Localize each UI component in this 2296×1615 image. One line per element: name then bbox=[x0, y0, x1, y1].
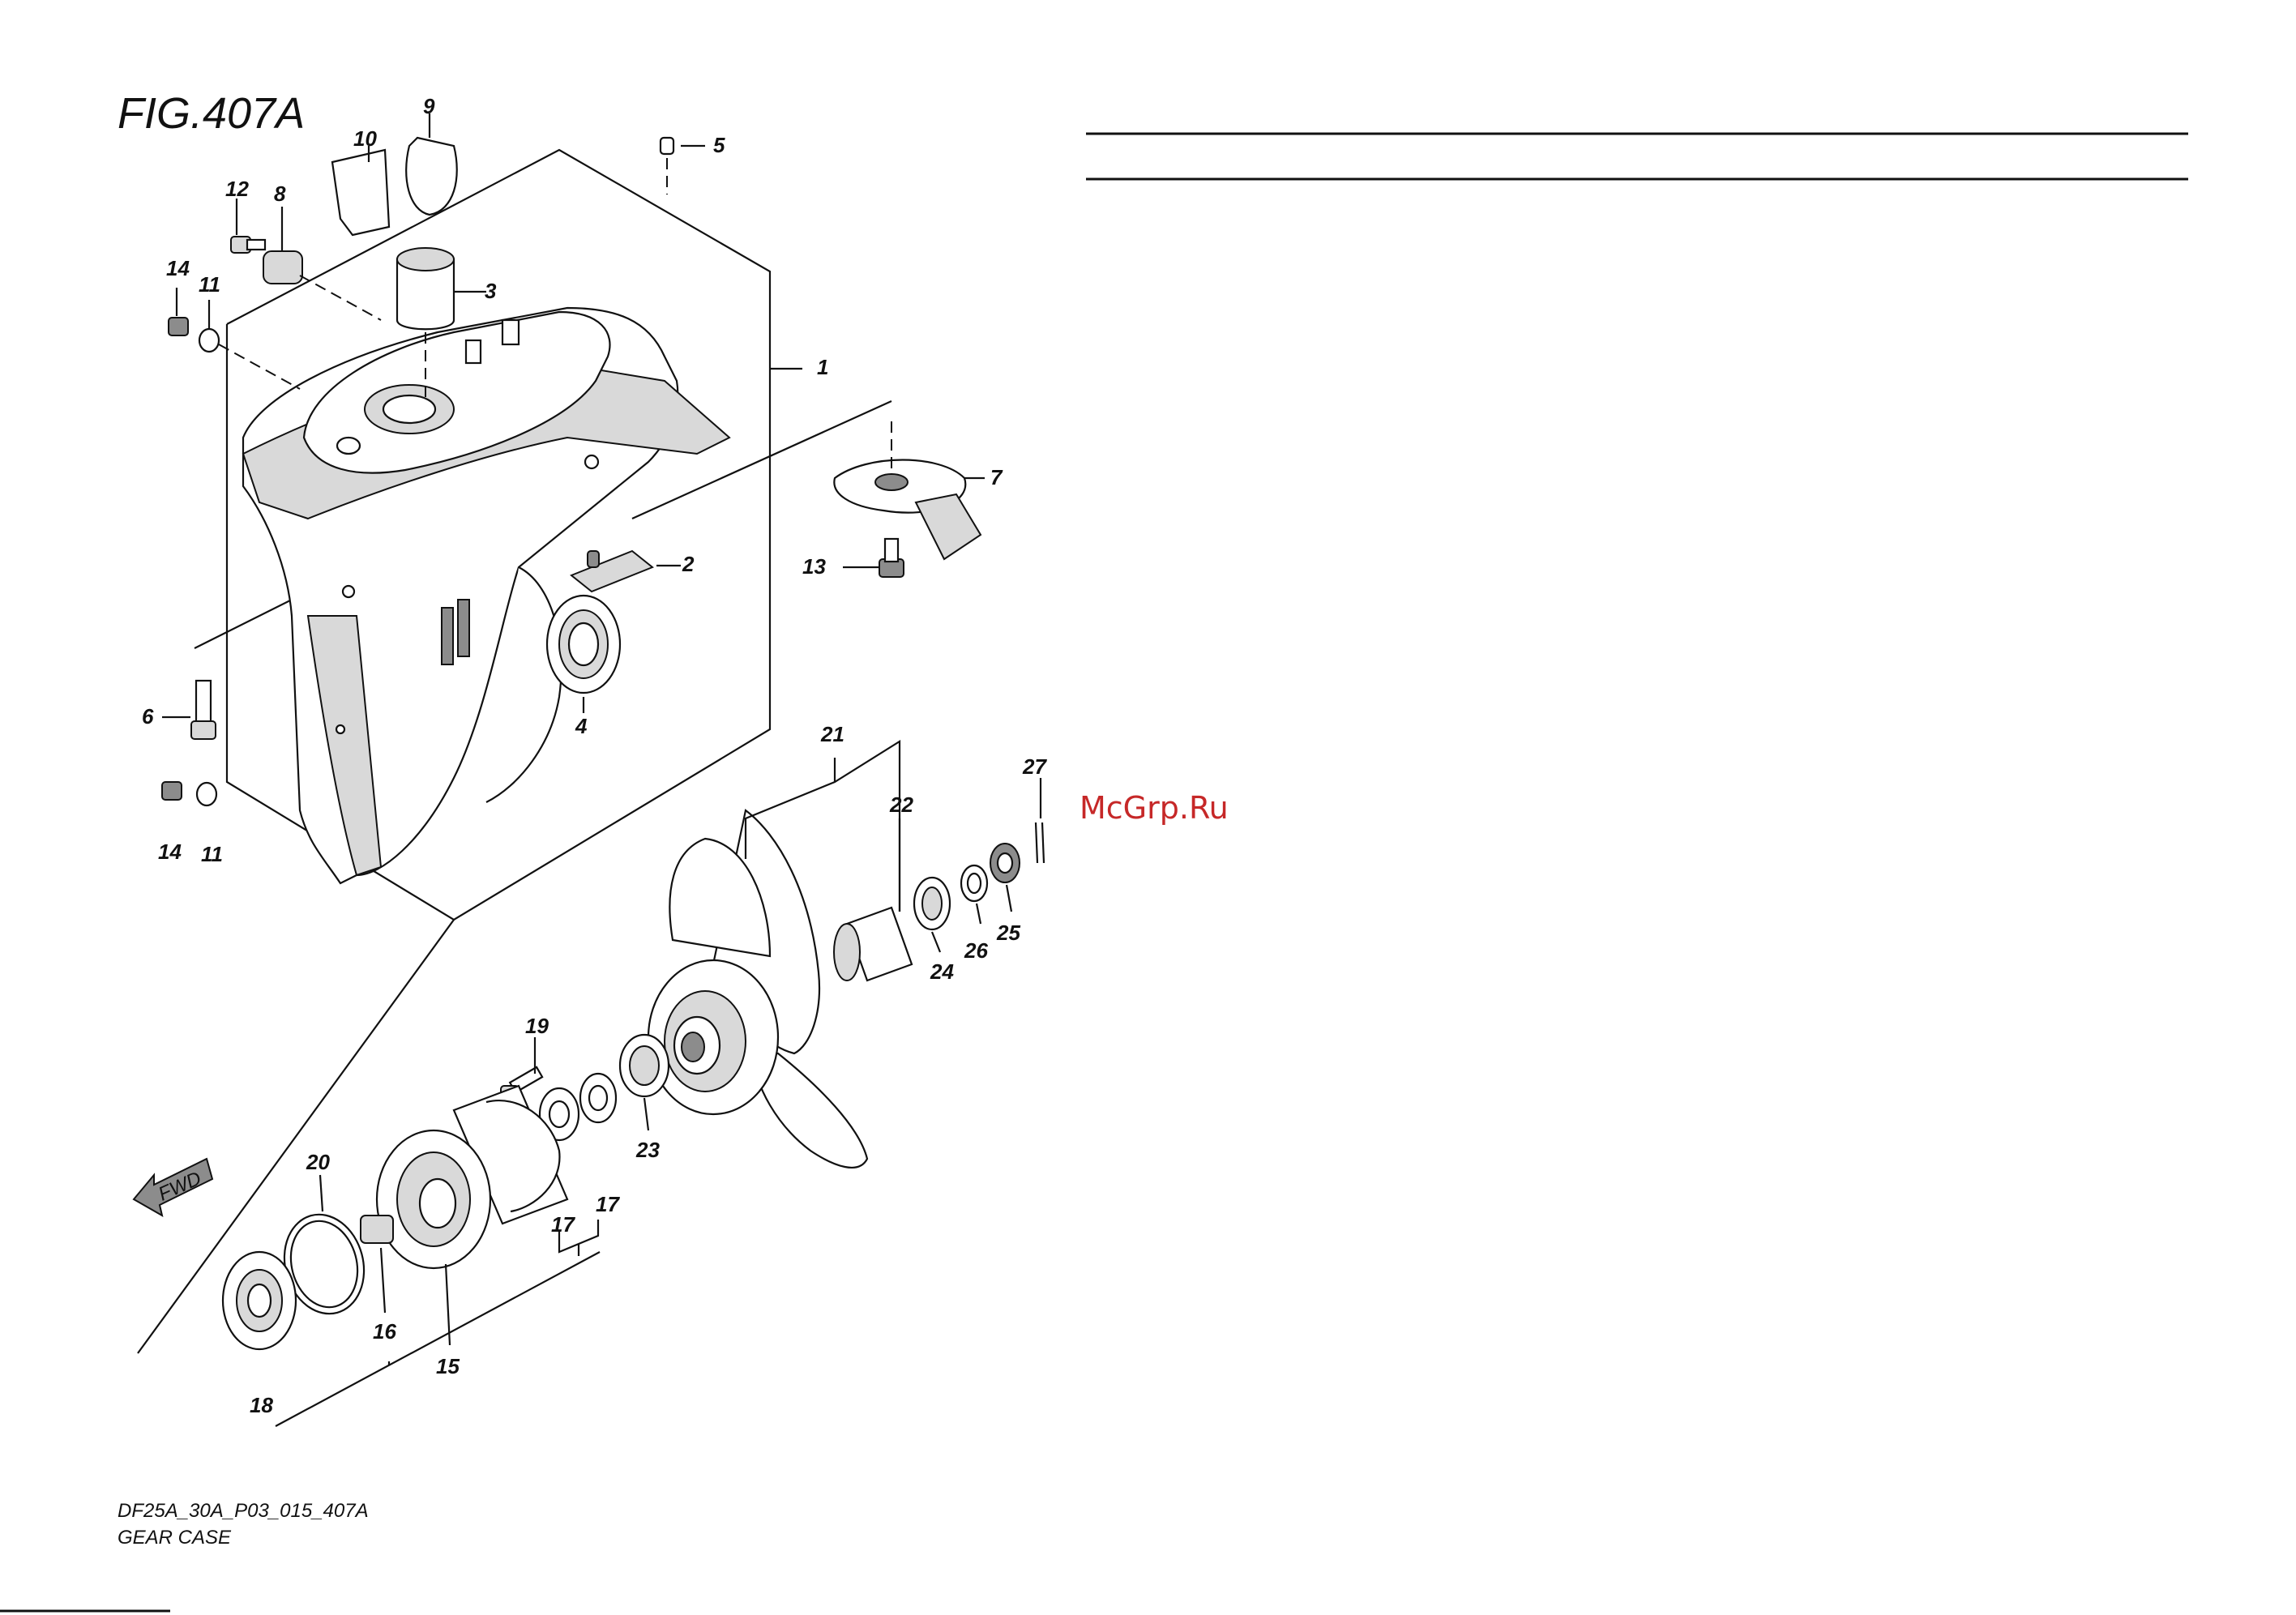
callout-18: 18 bbox=[250, 1393, 273, 1417]
callout-numbers: 1 2 3 4 5 6 7 8 9 10 11 11 12 13 14 14 1… bbox=[142, 94, 1047, 1417]
callout-10: 10 bbox=[353, 126, 377, 151]
washer-26 bbox=[961, 865, 987, 901]
callout-12: 12 bbox=[225, 177, 249, 201]
figure-subtitle: GEAR CASE bbox=[118, 1527, 232, 1549]
lower-group-bracket bbox=[276, 1252, 600, 1426]
callout-17-right: 17 bbox=[596, 1192, 620, 1216]
damper-block bbox=[263, 251, 381, 320]
callout-14-bottom: 14 bbox=[158, 840, 182, 864]
callout-21: 21 bbox=[820, 722, 844, 746]
forward-direction-arrow: FWD bbox=[134, 1159, 212, 1216]
callout-15: 15 bbox=[436, 1354, 460, 1378]
callout-9: 9 bbox=[423, 94, 435, 118]
needle-bearing-16 bbox=[361, 1216, 393, 1243]
callout-24: 24 bbox=[930, 959, 954, 984]
bearing-23 bbox=[620, 1035, 669, 1096]
callout-22: 22 bbox=[889, 793, 913, 817]
trim-tab-anode bbox=[834, 421, 981, 559]
castle-nut-25 bbox=[990, 844, 1020, 882]
pin-5 bbox=[661, 138, 673, 194]
callout-26: 26 bbox=[964, 938, 988, 963]
callout-2: 2 bbox=[682, 552, 695, 576]
spacer-22 bbox=[834, 908, 912, 981]
oil-seal-18 bbox=[223, 1252, 296, 1349]
callout-19: 19 bbox=[525, 1014, 549, 1038]
callout-27: 27 bbox=[1022, 754, 1047, 779]
bolt-6 bbox=[191, 681, 216, 739]
callout-13: 13 bbox=[802, 554, 826, 579]
figure-title: FIG.407A bbox=[118, 89, 305, 138]
callout-25: 25 bbox=[996, 921, 1020, 945]
model-code: DF25A_30A_P03_015_407A bbox=[118, 1500, 369, 1522]
callout-1: 1 bbox=[817, 355, 828, 379]
bearing-4 bbox=[547, 596, 620, 693]
bolt-12 bbox=[231, 237, 265, 253]
bolt-and-washer-bottom bbox=[162, 782, 216, 805]
lower-assembly-leader bbox=[138, 920, 454, 1353]
callout-11-bottom: 11 bbox=[201, 842, 223, 866]
callout-17-left: 17 bbox=[551, 1212, 575, 1237]
bolt-13 bbox=[879, 539, 904, 577]
washer-24 bbox=[914, 878, 950, 929]
callout-6: 6 bbox=[142, 704, 154, 728]
callout-23: 23 bbox=[635, 1138, 660, 1162]
anode-block bbox=[571, 551, 652, 592]
leader-lines bbox=[162, 113, 1041, 1345]
callout-3: 3 bbox=[485, 279, 497, 303]
cotter-pin-27 bbox=[1036, 822, 1044, 863]
callout-14-top: 14 bbox=[166, 256, 190, 280]
callout-4: 4 bbox=[575, 714, 588, 738]
callout-16: 16 bbox=[373, 1319, 396, 1344]
plate-and-clip bbox=[332, 138, 457, 235]
callout-11-top: 11 bbox=[199, 272, 220, 297]
propeller bbox=[648, 810, 867, 1168]
callout-20: 20 bbox=[306, 1150, 330, 1174]
shaft-housing-15 bbox=[377, 1086, 567, 1268]
callout-7: 7 bbox=[990, 465, 1003, 489]
callout-5: 5 bbox=[713, 133, 725, 157]
callout-8: 8 bbox=[274, 182, 286, 206]
bolt-and-washer-top bbox=[169, 318, 300, 389]
watermark: McGrp.Ru bbox=[1080, 790, 1229, 826]
